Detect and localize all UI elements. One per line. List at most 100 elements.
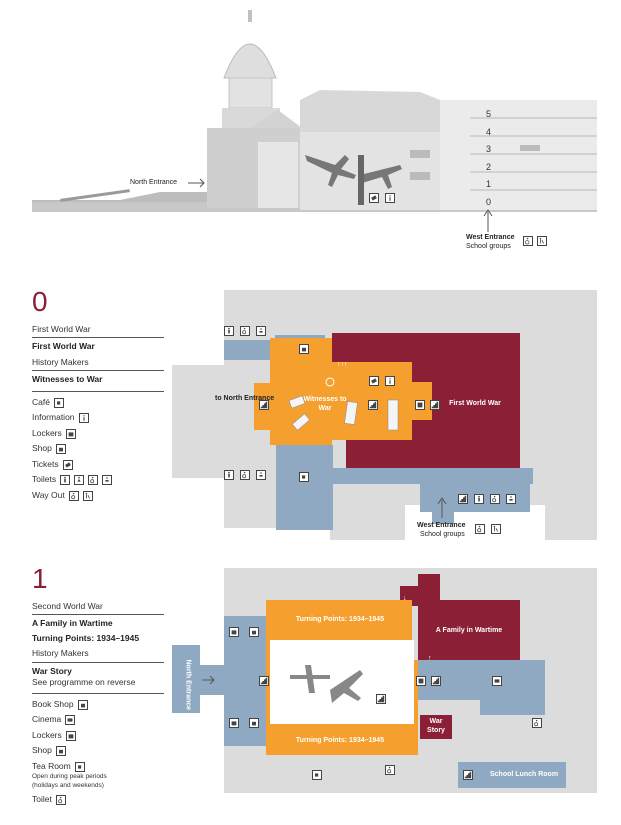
witnesses-to-war-label: Witnesses to War xyxy=(303,396,347,412)
legend-exhibit: Turning Points: 1934–1945 xyxy=(32,632,140,643)
level-1-number: 1 xyxy=(32,563,48,594)
legend-label: Café xyxy=(32,396,50,407)
legend-exhibit: Witnesses to War xyxy=(32,374,103,385)
west-entrance-label: West Entrance xyxy=(417,522,466,529)
legend-lockers: Lockers xyxy=(32,426,164,442)
shop-icon xyxy=(55,746,66,757)
level-0-legend: First World War First World War History … xyxy=(32,324,164,503)
svg-text:↑↑↑: ↑↑↑ xyxy=(337,361,348,368)
legend-label: Toilet xyxy=(32,794,52,805)
wheelchair-icon xyxy=(68,490,79,501)
school-groups-label: School groups xyxy=(420,531,465,538)
svg-text:↓: ↓ xyxy=(403,595,407,602)
legend-label: Lockers xyxy=(32,427,62,438)
cinema-icon xyxy=(65,715,76,726)
cinema-icon xyxy=(492,676,502,686)
shop-icon xyxy=(299,344,309,354)
north-entrance-vertical-label: North Entrance xyxy=(184,659,192,711)
baby-change-icon xyxy=(102,475,113,486)
lockers-icon xyxy=(229,718,239,728)
legend-label: Information xyxy=(32,412,75,423)
shop-icon xyxy=(77,699,88,710)
legend-cafe: Café xyxy=(32,395,164,411)
legend-toilets: Toilets xyxy=(32,472,164,488)
level-label: 4 xyxy=(486,126,492,137)
ticket-icon xyxy=(62,459,73,470)
legend-section-title: History Makers xyxy=(32,356,89,367)
legend-label: Shop xyxy=(32,745,52,756)
turning-points-top-label: Turning Points: 1934–1945 xyxy=(295,616,385,623)
information-icon xyxy=(78,413,89,424)
cafe-icon xyxy=(312,770,322,780)
elevation-drawing xyxy=(32,10,597,232)
level-label: 1 xyxy=(486,179,492,189)
level-numbers: 5 4 3 2 1 0 xyxy=(486,106,498,211)
shop-icon xyxy=(249,718,259,728)
stairs-icon xyxy=(259,400,269,410)
west-entrance-label: West Entrance xyxy=(466,234,515,241)
legend-tea-room: Tea Room xyxy=(32,759,164,775)
baby-change-icon xyxy=(256,326,266,336)
legend-way-out: Way Out xyxy=(32,488,164,504)
legend-cinema: Cinema xyxy=(32,712,164,728)
level-label: 3 xyxy=(486,144,492,154)
accessible-toilet-icon xyxy=(55,794,66,805)
legend-label: Toilets xyxy=(32,474,57,485)
svg-text:↑: ↑ xyxy=(428,655,432,662)
shop-icon xyxy=(249,627,259,637)
stairs-icon xyxy=(431,676,441,686)
cafe-icon xyxy=(74,761,85,772)
wheelchair-icon xyxy=(475,524,485,534)
pushchair-icon xyxy=(537,236,547,246)
ticket-icon xyxy=(369,376,379,386)
baby-change-icon xyxy=(256,470,266,480)
legend-label: Book Shop xyxy=(32,698,74,709)
cafe-icon xyxy=(299,472,309,482)
legend-label: Shop xyxy=(32,443,52,454)
stairs-icon xyxy=(376,694,386,704)
level-1-legend: Second World War A Family in Wartime Tur… xyxy=(32,601,164,808)
legend-shop: Shop xyxy=(32,743,164,759)
level-label: 5 xyxy=(486,109,492,119)
turning-points-bottom-label: Turning Points: 1934–1945 xyxy=(295,737,385,744)
war-story-label: War Story xyxy=(427,718,445,734)
family-in-wartime-label: A Family in Wartime xyxy=(435,627,503,634)
to-north-entrance-label: to North Entrance xyxy=(215,395,275,402)
shop-icon xyxy=(55,444,66,455)
lockers-icon xyxy=(229,627,239,637)
lift-icon xyxy=(416,676,426,686)
stairs-icon xyxy=(430,400,440,410)
female-toilet-icon xyxy=(74,475,85,486)
school-groups-label: School groups xyxy=(466,243,511,250)
legend-exhibit: War Story xyxy=(32,665,72,676)
north-entrance-label: North Entrance xyxy=(130,179,178,186)
legend-section-title: First World War xyxy=(32,324,91,334)
accessible-toilet-icon xyxy=(240,326,250,336)
accessible-toilet-icon xyxy=(490,494,500,504)
wheelchair-icon xyxy=(523,236,533,246)
stairs-icon xyxy=(463,770,473,780)
legend-label: Lockers xyxy=(32,729,62,740)
accessible-toilet-icon xyxy=(240,470,250,480)
legend-note: See programme on reverse xyxy=(32,677,136,688)
legend-section-title: History Makers xyxy=(32,648,89,659)
legend-lockers: Lockers xyxy=(32,728,164,744)
legend-label: Tea Room xyxy=(32,760,71,771)
level-label: 2 xyxy=(486,161,492,172)
male-toilet-icon xyxy=(474,494,484,504)
stairs-icon xyxy=(259,676,269,686)
baby-change-icon xyxy=(506,494,516,504)
school-lunch-room-label: School Lunch Room xyxy=(490,771,559,778)
pushchair-icon xyxy=(491,524,501,534)
legend-label: Cinema xyxy=(32,714,62,725)
male-toilet-icon xyxy=(60,475,71,486)
legend-label: Way Out xyxy=(32,489,65,500)
male-toilet-icon xyxy=(224,470,234,480)
legend-exhibit: First World War xyxy=(32,341,95,352)
level-label: 0 xyxy=(486,196,492,207)
cafe-icon xyxy=(53,397,64,408)
accessible-toilet-icon xyxy=(88,475,99,486)
legend-information: Information xyxy=(32,410,164,426)
stairs-icon xyxy=(368,400,378,410)
legend-exhibit: A Family in Wartime xyxy=(32,618,113,629)
